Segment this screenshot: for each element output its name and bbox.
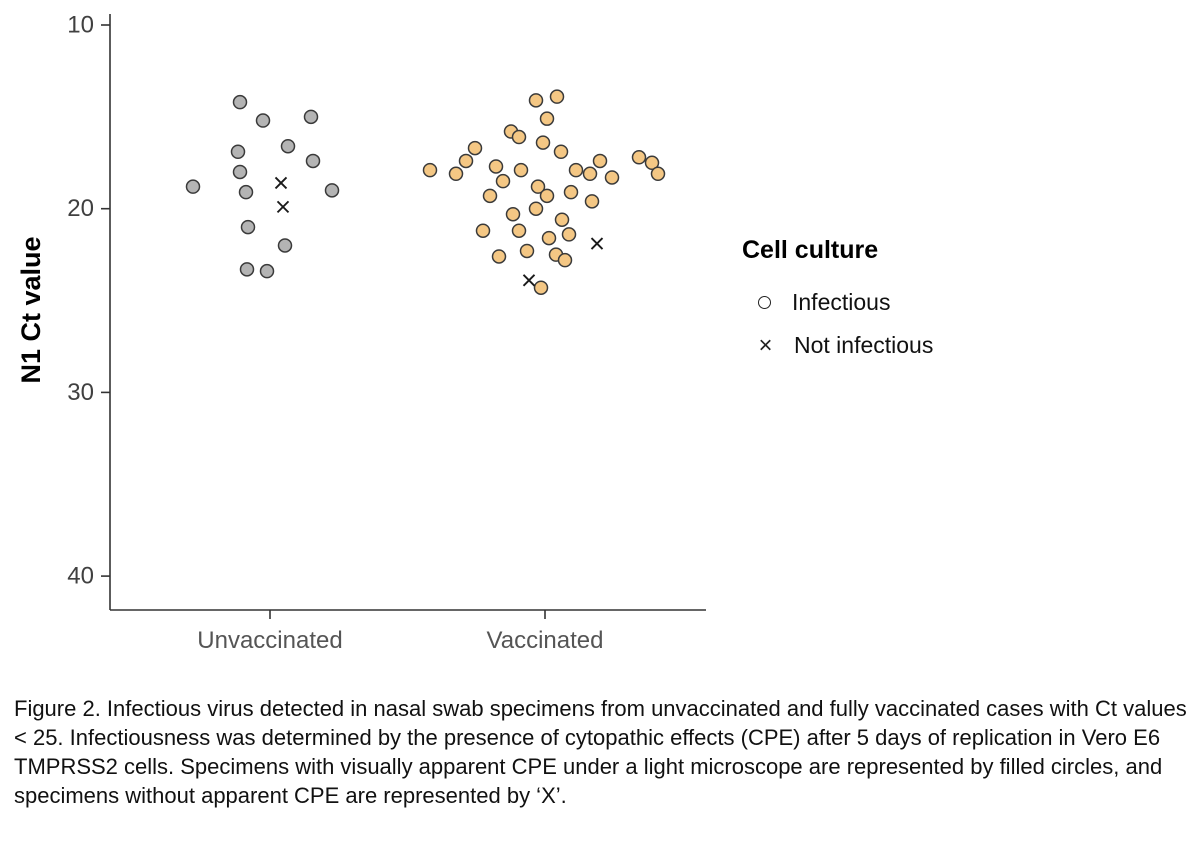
y-axis-title: N1 Ct value <box>16 236 46 383</box>
data-point-circle <box>239 262 255 277</box>
data-point-circle <box>513 162 529 178</box>
data-point-circle <box>592 153 608 169</box>
data-point-circle <box>650 166 666 182</box>
y-axis: 10 20 30 40 N1 Ct value <box>16 12 111 610</box>
data-point-circle <box>557 252 573 268</box>
x-tick-label-unvaccinated: Unvaccinated <box>197 627 342 654</box>
y-tick-label: 30 <box>67 379 94 406</box>
data-point-circle <box>232 164 248 180</box>
data-point-x <box>590 237 604 250</box>
data-point-circle <box>533 280 549 295</box>
data-point-circle <box>488 159 504 174</box>
data-point-circle <box>305 153 321 169</box>
data-point-circle <box>240 219 256 235</box>
data-point-x <box>276 200 290 214</box>
legend-item-label: Infectious <box>792 289 891 315</box>
data-point-circle <box>631 150 647 165</box>
legend-title: Cell culture <box>742 236 879 264</box>
data-point-circle <box>519 243 535 259</box>
data-point-circle <box>644 155 660 171</box>
data-point-circle <box>604 170 620 185</box>
data-point-circle <box>528 201 544 216</box>
data-point-circle <box>303 109 319 125</box>
data-point-circle <box>458 153 474 169</box>
y-tick-label: 10 <box>67 12 94 39</box>
legend-item-label: Not infectious <box>794 332 934 358</box>
x-tick-label-vaccinated: Vaccinated <box>487 627 604 654</box>
data-point-circle <box>232 94 248 110</box>
data-point-circle <box>495 173 511 189</box>
legend: Cell culture Infectious × Not infectious <box>742 236 933 375</box>
data-point-circle <box>584 194 600 209</box>
y-tick-label: 20 <box>67 195 94 222</box>
y-tick-label: 40 <box>67 563 94 590</box>
data-point-circle <box>553 144 569 160</box>
figure-caption: Figure 2. Infectious virus detected in n… <box>14 696 1187 808</box>
scatter-plot: 10 20 30 40 N1 Ct value Unvaccinated Vac… <box>16 12 706 654</box>
data-point-circle <box>255 113 271 128</box>
data-point-circle <box>549 89 565 104</box>
data-point-circle <box>535 135 551 150</box>
data-point-circle <box>568 162 584 178</box>
x-marker-icon: × <box>758 331 773 359</box>
data-point-circle <box>554 212 570 227</box>
data-point-circle <box>582 166 598 182</box>
data-point-circle <box>491 249 507 264</box>
data-point-x <box>274 176 288 190</box>
data-point-circle <box>475 223 491 238</box>
data-point-circle <box>539 188 555 204</box>
data-point-circle <box>541 230 557 246</box>
data-point-circle <box>324 183 340 198</box>
data-point-circle <box>185 179 201 194</box>
x-axis: Unvaccinated Vaccinated <box>110 609 706 654</box>
data-point-circle <box>530 179 546 194</box>
data-point-circle <box>238 184 254 200</box>
data-point-x <box>522 274 536 287</box>
data-point-circle <box>448 166 464 182</box>
legend-item-not-infectious: × Not infectious <box>742 332 933 359</box>
data-point-circle <box>561 227 577 242</box>
data-point-circle <box>280 138 296 154</box>
data-point-circle <box>467 140 483 156</box>
data-point-circle <box>482 188 498 204</box>
data-point-circle <box>277 238 293 253</box>
legend-item-infectious: Infectious <box>742 289 933 316</box>
data-point-circle <box>539 111 555 126</box>
data-point-circle <box>528 93 544 108</box>
data-point-circle <box>230 144 246 160</box>
data-point-circle <box>511 223 527 238</box>
data-point-circle <box>259 263 275 279</box>
points-layer <box>185 89 666 295</box>
data-point-circle <box>511 129 527 145</box>
open-circle-marker-icon <box>758 296 771 309</box>
data-point-circle <box>422 162 438 178</box>
data-point-circle <box>505 206 521 222</box>
data-point-circle <box>563 184 579 200</box>
